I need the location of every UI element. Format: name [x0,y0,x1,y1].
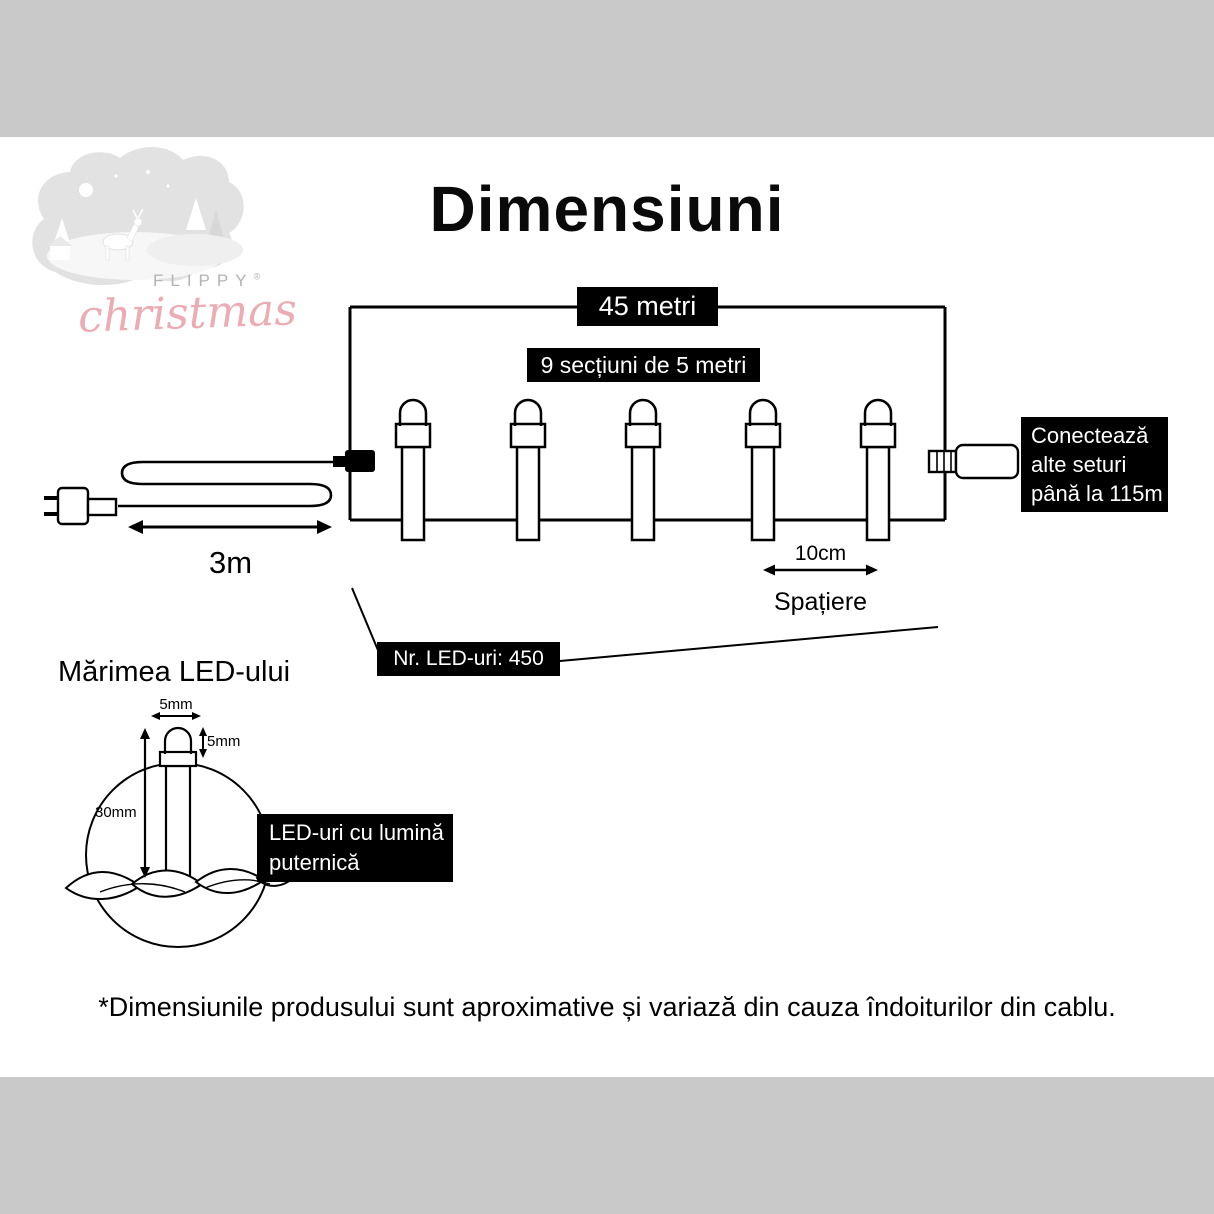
deer-icon [102,208,144,261]
spacing-caption: Spațiere [773,588,868,616]
wire-joint [333,450,375,472]
connect-sets-callout: Conectează alte seturi până la 115m [1021,417,1168,512]
led-bulb [509,398,547,542]
sections-label: 9 secțiuni de 5 metri [527,348,760,382]
spacing-arrow [763,564,878,576]
connect-line-1: Conectează [1031,423,1149,448]
led-callout-line-2: puternică [269,850,360,875]
disclaimer-text: *Dimensiunile produsului sunt aproximati… [98,992,1116,1022]
led-count-label: Nr. LED-uri: 450 [377,642,560,676]
bulb-width-label: 5mm [159,696,193,713]
logo-christmas-text: christmas [77,284,298,343]
lead-wire [118,460,341,508]
bottom-gray-band [0,1077,1214,1214]
power-plug-icon [44,486,118,526]
led-bulb [744,398,782,542]
logo-flippy-text: FLIPPY® [153,271,260,291]
bulb-height-label: 5mm [207,733,241,750]
lead-length-label: 3m [208,545,253,580]
led-closeup [158,726,198,878]
moon-icon [79,183,93,197]
led-count-leader-left [351,587,381,656]
led-bulb [624,398,662,542]
body-length-arrow [140,728,150,878]
bulb-height-arrow [199,727,207,758]
connect-line-2: alte seturi [1031,452,1127,477]
led-bulb [394,398,432,542]
led-count-leader-right [559,626,939,662]
led-callout-line-1: LED-uri cu lumină [269,820,444,845]
led-bulb [859,398,897,542]
house-icon [50,246,70,260]
tree-icon [186,198,206,230]
total-length-label: 45 metri [577,287,718,326]
page-title: Dimensiuni [429,173,785,245]
lead-length-arrow [128,520,332,534]
connect-line-3: până la 115m [1031,481,1163,506]
bulb-width-arrow [151,712,201,720]
spacing-value-label: 10cm [794,542,847,565]
top-gray-band [0,0,1214,137]
logo-scene [32,146,244,286]
tree-icon [207,210,225,242]
wiring-diagram [44,305,1020,662]
end-connector-icon [927,443,1020,480]
logo-flippy-word: FLIPPY [153,271,254,290]
led-brightness-callout: LED-uri cu lumină puternică [257,814,453,882]
led-size-title: Mărimea LED-ului [58,656,291,688]
body-length-label: 30mm [95,804,137,821]
registered-mark: ® [253,271,261,282]
